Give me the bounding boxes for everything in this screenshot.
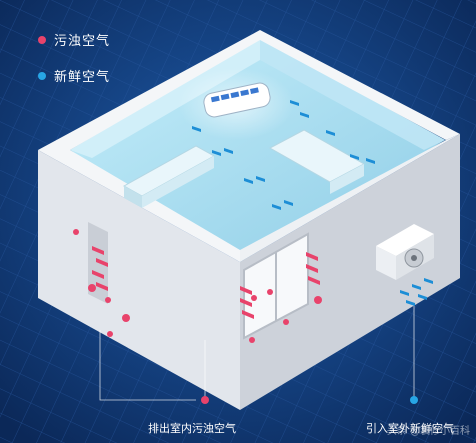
legend-fresh-air: 新鲜空气 [38,66,110,85]
dirty-air-particles [73,229,322,343]
sofa-icon [268,129,366,194]
outdoor-unit-icon [376,224,434,280]
air-conditioner-icon [203,82,271,118]
exhaust-callout-dot [201,396,209,404]
dirty-air-dot-icon [38,35,46,44]
intake-caption: 引入室外新鲜空气 [366,422,454,435]
wall-rim-right [240,134,460,262]
wall-rim-back [38,30,460,150]
exhaust-caption: 排出室内污浊空气 [148,422,236,435]
legend-dirty-air-label: 污浊空气 [54,34,111,49]
exhaust-callout-line [99,330,196,401]
fresh-air-dot-icon [38,71,46,80]
watermark: 头条 @装修小百科 [386,426,470,437]
inner-back-wall-left [70,38,260,158]
legend-dirty-air: 污浊空气 [38,30,110,49]
sofa-icon [122,145,216,208]
inner-back-wall-right [260,38,445,150]
front-left-wall [38,150,240,410]
intake-callout-dot [410,396,418,404]
legend-fresh-air-label: 新鲜空气 [54,70,111,85]
front-right-wall [240,134,460,410]
door-frame [88,222,108,304]
